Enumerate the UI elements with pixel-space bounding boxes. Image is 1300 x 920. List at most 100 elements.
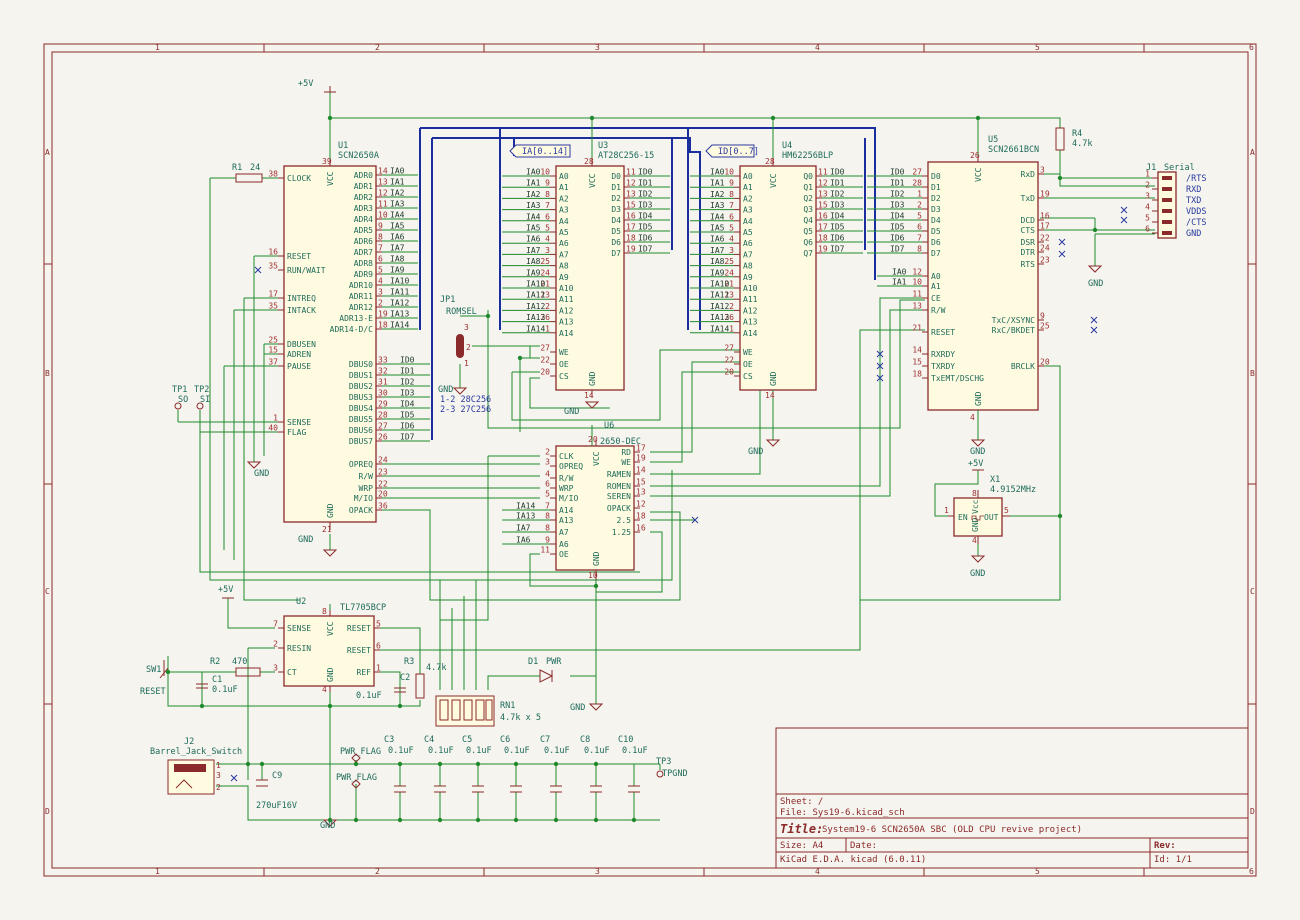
pin-name: A12 [559, 306, 574, 315]
svg-text:15: 15 [912, 358, 922, 367]
jp1-note2: 2-3 27C256 [440, 405, 491, 415]
net-label: ID6 [830, 234, 845, 243]
resistor-r4[interactable]: R4 4.7k [1055, 127, 1092, 151]
pin-name: SENSE [287, 624, 311, 633]
svg-text:20: 20 [540, 368, 550, 377]
barrel-jack-j2[interactable]: J2 Barrel_Jack_Switch 1 3 2 [150, 737, 242, 795]
gnd-u3: GND [564, 407, 579, 417]
pin-name: DBUS3 [349, 393, 373, 402]
net-label: IA13 [710, 313, 729, 322]
pin-name: DBUS6 [349, 426, 373, 435]
testpoint-tp3[interactable]: TP3 TPGND [656, 757, 688, 779]
svg-text:7: 7 [378, 244, 383, 253]
svg-text:3: 3 [545, 458, 550, 467]
jumper-jp1[interactable]: JP1 ROMSEL 3 2 1 1-2 28C256 2-3 27C256 [440, 295, 491, 415]
net-label: ID1 [638, 179, 653, 188]
svg-text:1: 1 [545, 324, 550, 333]
r2-ref: R2 [210, 657, 220, 667]
svg-text:Vcc: Vcc [971, 499, 980, 514]
net-label: IA3 [526, 201, 541, 210]
junction-dots [165, 115, 1098, 823]
u2-value: TL7705BCP [340, 603, 386, 613]
net-label: ID1 [830, 179, 845, 188]
capacitor-c1[interactable]: C1 0.1uF [196, 675, 238, 695]
pin-name: Q7 [803, 249, 813, 258]
resistor-r2[interactable]: R2 470 [210, 657, 261, 677]
pin-name: RD [621, 448, 631, 457]
pin-name: DBUS0 [349, 360, 373, 369]
svg-text:2: 2 [545, 448, 550, 457]
pin-name: A7 [743, 250, 753, 259]
net-label: IA6 [710, 235, 725, 244]
pin-name: CE [931, 294, 941, 303]
pin-name: RXRDY [931, 350, 955, 359]
decoupling-capacitors[interactable]: C30.1uFC40.1uFC50.1uFC60.1uFC70.1uFC80.1… [384, 735, 648, 793]
pin-name: BRCLK [1011, 362, 1035, 371]
svg-text:27: 27 [378, 422, 388, 431]
svg-text:ID5: ID5 [890, 223, 905, 232]
no-connect-markers [230, 206, 1128, 782]
bus-label-id-text: ID[0..7] [718, 147, 759, 157]
capacitor-c2[interactable]: C2 0.1uF [356, 673, 410, 701]
svg-text:IA1: IA1 [892, 278, 907, 287]
pin-name: FLAG [287, 428, 306, 437]
tb-title-label: Title: [780, 822, 823, 836]
net-label: IA1 [390, 178, 405, 187]
svg-text:13: 13 [636, 488, 646, 497]
cap-value: 0.1uF [388, 746, 414, 756]
svg-text:10: 10 [540, 168, 550, 177]
resistor-r3[interactable]: R3 4.7k [404, 657, 446, 699]
j1-value: Serial [1164, 163, 1195, 173]
resistor-network-rn1[interactable]: RN1 4.7k x 5 [435, 695, 541, 727]
net-label: ID7 [830, 245, 845, 254]
svg-text:14: 14 [765, 391, 775, 400]
testpoint-tp1[interactable]: TP1 SO [172, 385, 188, 410]
svg-text:4: 4 [1145, 203, 1150, 212]
net-label: ID6 [400, 422, 415, 431]
svg-text:3: 3 [545, 246, 550, 255]
net-label: IA7 [526, 246, 541, 255]
svg-text:14: 14 [378, 167, 388, 176]
switch-sw1[interactable]: SW1 RESET [140, 660, 169, 697]
gnd-j1: GND [1088, 279, 1103, 289]
svg-text:12: 12 [912, 268, 922, 277]
j1-pin-label: TXD [1186, 196, 1201, 206]
svg-text:28: 28 [378, 411, 388, 420]
testpoint-tp2[interactable]: TP2 SI [194, 385, 210, 410]
u4-ref: U4 [782, 141, 792, 151]
tp1-value: SO [178, 395, 188, 405]
net-label: IA10 [710, 280, 729, 289]
svg-text:26: 26 [724, 313, 734, 322]
net-label: IA11 [390, 288, 409, 297]
pin-name: ADR14-D/C [330, 325, 374, 334]
svg-text:27: 27 [540, 344, 550, 353]
capacitor-c9[interactable]: C9 270uF16V [256, 771, 297, 811]
pin-name: D3 [931, 205, 941, 214]
svg-text:19: 19 [818, 245, 828, 254]
r3-ref: R3 [404, 657, 414, 667]
j1-pin-label: GND [1186, 229, 1201, 239]
crystal-x1[interactable]: X1 4.9152MHz EN OUT Vcc GND 1 5 8 4 [944, 475, 1036, 545]
u6-ref: U6 [604, 421, 614, 431]
svg-text:9: 9 [729, 179, 734, 188]
pin-name: TxD [1021, 194, 1036, 203]
svg-text:25: 25 [540, 257, 550, 266]
svg-text:IA7: IA7 [516, 524, 531, 533]
svg-text:GND: GND [326, 503, 335, 518]
cap-value: 0.1uF [584, 746, 610, 756]
resistor-r1[interactable]: R1 24 [232, 163, 263, 183]
led-d1[interactable]: D1 PWR [528, 657, 562, 683]
svg-text:10: 10 [588, 571, 598, 580]
title-block: Sheet: / File: Sys19-6.kicad_sch Title: … [775, 727, 1249, 869]
net-label: IA8 [526, 257, 541, 266]
svg-text:ID1: ID1 [890, 179, 905, 188]
svg-text:20: 20 [378, 490, 388, 499]
